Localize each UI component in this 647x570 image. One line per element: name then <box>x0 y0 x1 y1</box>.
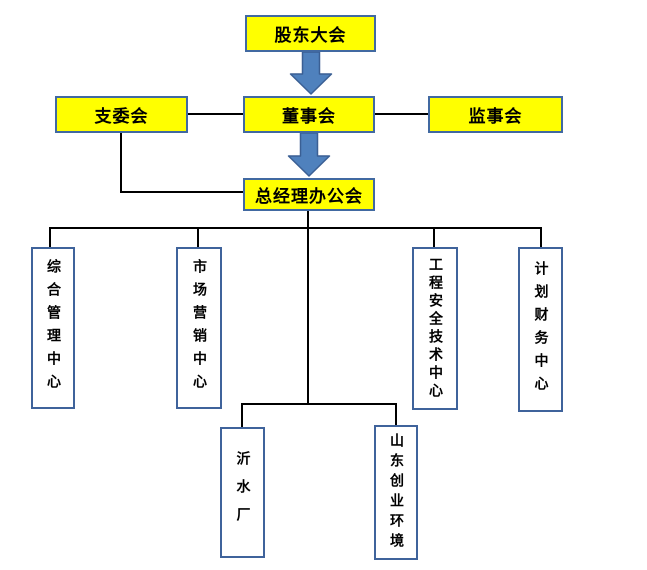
node-general-management-center[interactable]: 综合管理中心 <box>31 247 75 409</box>
down-arrow-shareholders-to-board <box>289 51 333 95</box>
node-branch-committee[interactable]: 支委会 <box>55 96 188 133</box>
node-planning-finance-center[interactable]: 计划财务中心 <box>518 247 563 412</box>
node-supervisory-board[interactable]: 监事会 <box>428 96 563 133</box>
connector-distribution-lower <box>241 403 397 427</box>
node-board-of-directors[interactable]: 董事会 <box>243 96 375 133</box>
connector-distribution-upper <box>49 227 542 247</box>
node-shandong-chuangye-environment[interactable]: 山东创业环境 <box>374 425 418 560</box>
connector-branch-gmoffice <box>120 132 243 193</box>
node-gm-office-meeting[interactable]: 总经理办公会 <box>243 178 375 211</box>
node-engineering-safety-tech-center[interactable]: 工程安全技术中心 <box>412 247 458 410</box>
node-marketing-center[interactable]: 市场营销中心 <box>176 247 222 409</box>
node-shareholders-meeting[interactable]: 股东大会 <box>245 15 376 52</box>
down-arrow-board-to-gmoffice <box>287 132 331 177</box>
node-yishui-plant[interactable]: 沂水厂 <box>220 427 265 558</box>
